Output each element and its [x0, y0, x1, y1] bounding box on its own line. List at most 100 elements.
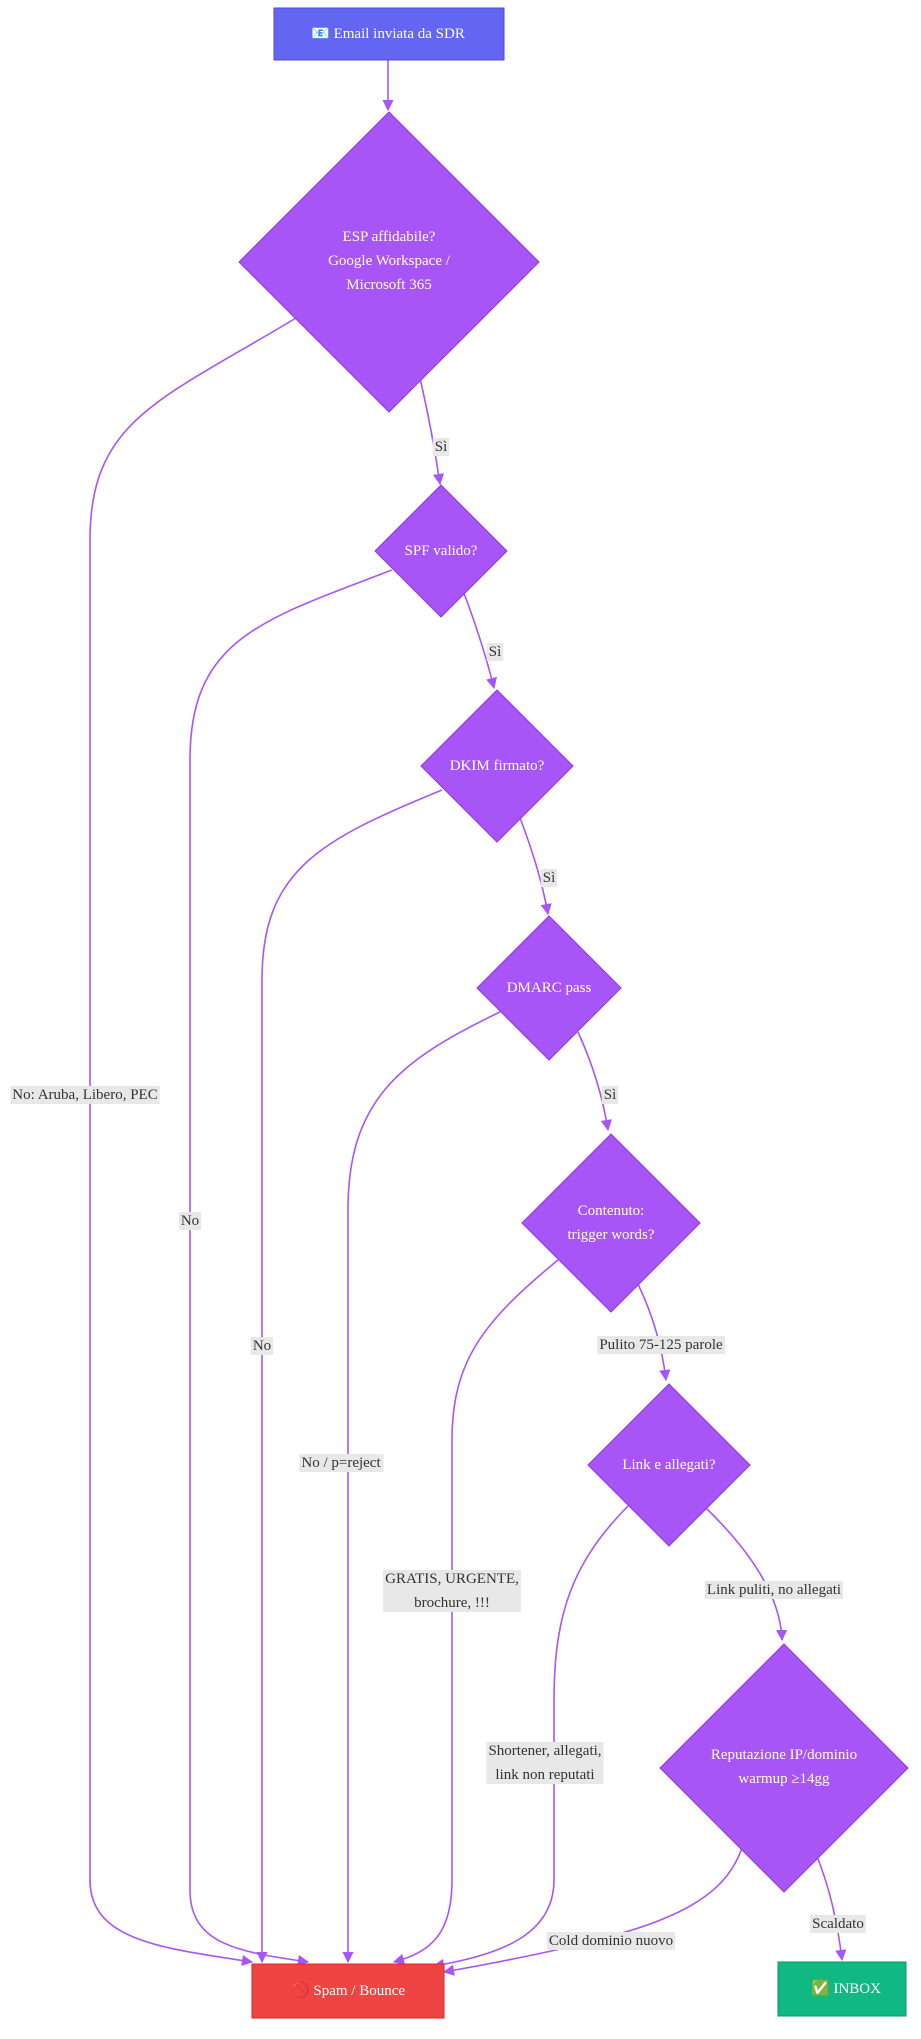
edges — [89, 60, 847, 1976]
text-line: brochure, !!! — [414, 1595, 490, 1611]
edge-label-background — [597, 1336, 725, 1354]
edge-dkim-yes — [519, 817, 552, 916]
nodes: 📧 Email inviata da SDR ESP affidabile? Go… — [238, 7, 909, 2019]
node-esp-shape — [238, 111, 540, 413]
edge-label-dmarc-yes-text: Sì — [604, 1087, 617, 1103]
edge-label-esp-no-text: No: Aruba, Libero, PEC — [12, 1087, 157, 1103]
text-line: ESP affidabile? — [343, 229, 436, 245]
text-line: DKIM firmato? — [450, 758, 545, 774]
edge-label-background — [250, 1337, 274, 1355]
text-line: GRATIS, URGENTE, — [385, 1571, 519, 1587]
node-links-shape — [587, 1383, 751, 1547]
edge-label-background — [546, 1932, 676, 1950]
edge-label-background — [383, 1570, 521, 1612]
edge-label-rep-no-text: Cold dominio nuovo — [549, 1933, 673, 1949]
edge-label-rep-no: Cold dominio nuovo — [546, 1932, 676, 1950]
node-spam-shape — [251, 1963, 445, 2019]
edge-esp-yes — [419, 377, 445, 486]
edge-label-dmarc-no-text: No / p=reject — [301, 1455, 381, 1471]
edge-label-background — [486, 1742, 604, 1784]
node-inbox[interactable]: ✅ INBOX — [777, 1961, 907, 2017]
edge-label-rep-yes: Scaldato — [810, 1915, 866, 1933]
text-line: Contenuto: — [578, 1203, 645, 1219]
node-dkim-label: DKIM firmato? — [450, 758, 545, 774]
edge-label-background — [704, 1581, 844, 1599]
node-content-decision[interactable]: Contenuto:trigger words? — [521, 1133, 701, 1313]
edge-label-background — [540, 869, 558, 887]
node-content-label: Contenuto:trigger words? — [567, 1203, 654, 1243]
edge-spf-yes — [461, 587, 497, 690]
edge-label-links-yes: Link puliti, no allegati — [704, 1581, 844, 1599]
node-reputation-shape — [659, 1643, 909, 1893]
text-line: link non reputati — [495, 1767, 594, 1783]
edge-dmarc-yes — [577, 1031, 612, 1132]
edge-label-background — [299, 1454, 384, 1472]
text-line: Sì — [543, 870, 556, 886]
node-dkim-decision[interactable]: DKIM firmato? — [420, 689, 574, 843]
text-line: SPF valido? — [405, 543, 478, 559]
edge-label-dmarc-no: No / p=reject — [299, 1454, 384, 1472]
text-line: 🚫 Spam / Bounce — [291, 1981, 405, 1999]
node-dkim-shape — [420, 689, 574, 843]
edge-label-dkim-yes: Sì — [540, 869, 558, 887]
edge-label-links-no-text: Shortener, allegati, link non reputati — [488, 1743, 601, 1783]
text-line: Scaldato — [812, 1916, 864, 1932]
text-line: Google Workspace / — [328, 253, 451, 269]
text-line: warmup ≥14gg — [738, 1771, 830, 1787]
edge-label-links-no: Shortener, allegati, link non reputati — [486, 1742, 604, 1784]
node-dmarc-label: DMARC pass — [507, 980, 592, 996]
node-spam-label: 🚫 Spam / Bounce — [291, 1981, 405, 1999]
edge-label-background — [10, 1086, 160, 1104]
node-links-label: Link e allegati? — [622, 1457, 716, 1473]
text-line: Sì — [604, 1087, 617, 1103]
node-spam[interactable]: 🚫 Spam / Bounce — [251, 1963, 445, 2019]
text-line: 📧 Email inviata da SDR — [311, 26, 465, 42]
edge-rep-no — [442, 1847, 743, 1976]
edge-label-esp-yes-text: Sì — [435, 439, 448, 455]
edge-label-background — [486, 643, 504, 661]
node-dmarc-shape — [476, 915, 622, 1061]
node-spf-decision[interactable]: SPF valido? — [374, 484, 508, 618]
edge-label-dkim-no: No — [250, 1337, 274, 1355]
edge-dkim-no — [256, 789, 443, 1964]
edge-label-spf-yes-text: Sì — [489, 644, 502, 660]
text-line: Pulito 75-125 parole — [599, 1337, 723, 1353]
edge-label-links-yes-text: Link puliti, no allegati — [707, 1582, 841, 1598]
edge-label-content-yes-text: Pulito 75-125 parole — [599, 1337, 723, 1353]
edge-links-no — [432, 1505, 629, 1970]
node-reputation-label: Reputazione IP/dominio warmup ≥14gg — [711, 1747, 857, 1787]
node-dmarc-decision[interactable]: DMARC pass — [476, 915, 622, 1061]
node-spf-label: SPF valido? — [405, 543, 478, 559]
text-line: Microsoft 365 — [346, 277, 431, 293]
text-line: Link e allegati? — [622, 1457, 716, 1473]
edge-label-rep-yes-text: Scaldato — [812, 1916, 864, 1932]
edge-label-content-yes: Pulito 75-125 parole — [597, 1336, 725, 1354]
text-line: ✅ INBOX — [811, 1979, 881, 1997]
text-line: Sì — [435, 439, 448, 455]
text-line: No / p=reject — [301, 1455, 381, 1471]
node-start-shape — [273, 7, 505, 61]
edge-label-esp-yes: Sì — [432, 438, 450, 456]
node-content-shape — [521, 1133, 701, 1313]
edge-label-background — [601, 1086, 619, 1104]
node-links-decision[interactable]: Link e allegati? — [587, 1383, 751, 1547]
node-inbox-label: ✅ INBOX — [811, 1979, 881, 1997]
node-esp-decision[interactable]: ESP affidabile? Google Workspace / Microso… — [238, 111, 540, 413]
edge-label-content-no: GRATIS, URGENTE, brochure, !!! — [383, 1570, 521, 1612]
text-line: Link puliti, no allegati — [707, 1582, 841, 1598]
text-line: No: Aruba, Libero, PEC — [12, 1087, 157, 1103]
node-start[interactable]: 📧 Email inviata da SDR — [273, 7, 505, 61]
text-line: Reputazione IP/dominio — [711, 1747, 857, 1763]
edge-esp-no — [89, 317, 297, 1967]
node-spf-shape — [374, 484, 508, 618]
node-start-label: 📧 Email inviata da SDR — [311, 26, 465, 42]
text-line: Shortener, allegati, — [488, 1743, 601, 1759]
text-line: Cold dominio nuovo — [549, 1933, 673, 1949]
text-line: DMARC pass — [507, 980, 592, 996]
edge-label-esp-no: No: Aruba, Libero, PEC — [10, 1086, 160, 1104]
node-esp-label: ESP affidabile? Google Workspace / Microso… — [328, 229, 451, 293]
node-reputation-decision[interactable]: Reputazione IP/dominio warmup ≥14gg — [659, 1643, 909, 1893]
node-inbox-shape — [777, 1961, 907, 2017]
edge-links-yes — [705, 1507, 788, 1642]
